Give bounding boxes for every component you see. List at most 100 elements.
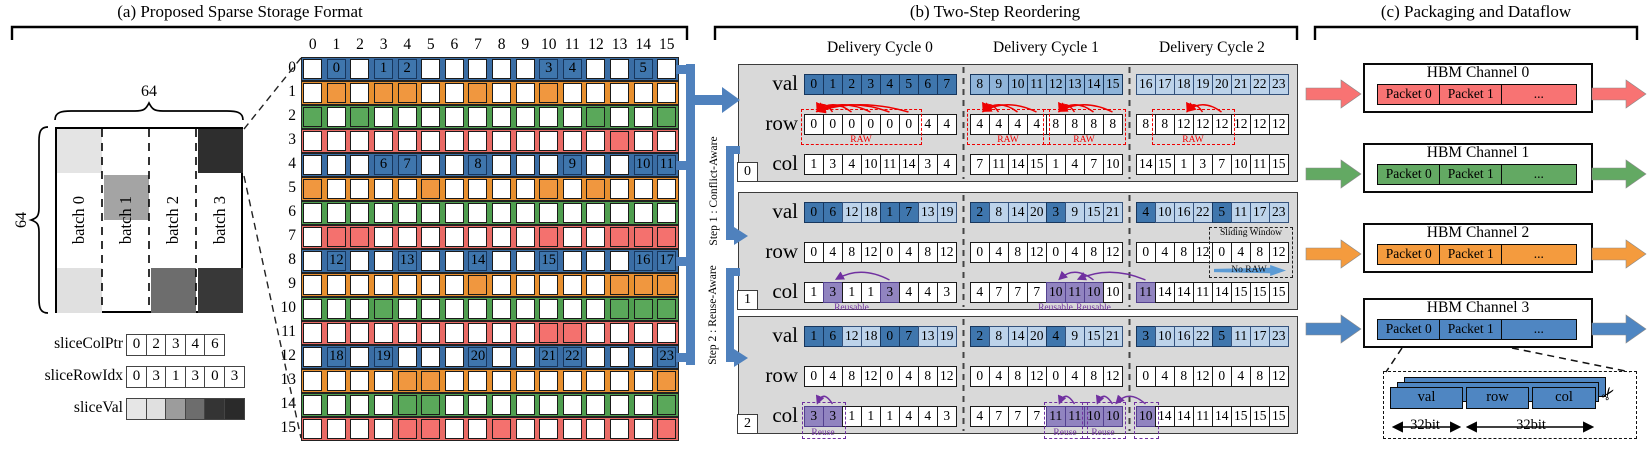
- matrix-cell: [657, 323, 677, 343]
- col-cell: 14: [1155, 406, 1175, 427]
- matrix-cell: [515, 347, 535, 367]
- val-cell: 8: [970, 74, 990, 95]
- row-cell: 12: [1027, 242, 1047, 263]
- matrix-cell: [444, 251, 464, 271]
- col-cell: 3: [937, 282, 957, 303]
- matrix-cell: [444, 107, 464, 127]
- matrix-cell: 19: [374, 347, 394, 367]
- matrix-cell: 21: [539, 347, 559, 367]
- matrix-cell: [657, 131, 677, 151]
- matrix-cell: [374, 371, 394, 391]
- matrix-cell: [444, 155, 464, 175]
- matrix-cell: [586, 299, 606, 319]
- matrix-cell: 20: [468, 347, 488, 367]
- row-cell: 12: [1027, 366, 1047, 387]
- matrix-col-header: 10: [541, 36, 557, 54]
- matrix-cell: [610, 107, 630, 127]
- packet-detail-box: [1383, 371, 1637, 439]
- matrix-cell: [657, 419, 677, 439]
- matrix-row-header: 11: [281, 323, 296, 340]
- matrix-cell: [326, 107, 346, 127]
- batch-slice-block: [56, 128, 102, 173]
- matrix-cell: [633, 227, 653, 247]
- matrix-cell: [350, 131, 370, 151]
- col-cell: 15: [1269, 154, 1289, 175]
- matrix-cell: [468, 59, 488, 79]
- row-cell: 4: [989, 242, 1009, 263]
- reusable-label: Reusable: [1076, 303, 1111, 314]
- matrix-col-header: 7: [474, 36, 482, 54]
- sliceColPtr-cell: 2: [145, 334, 167, 356]
- matrix-cell: [562, 131, 582, 151]
- matrix-cell: [492, 227, 512, 247]
- matrix-cell: [374, 203, 394, 223]
- hbm-channel-title: HBM Channel 3: [1426, 299, 1530, 317]
- matrix-cell: [633, 107, 653, 127]
- val-cell: 4: [1136, 202, 1156, 223]
- row-cell: 12: [1269, 114, 1289, 135]
- row-cell: 0: [804, 242, 824, 263]
- matrix-col-header: 8: [497, 36, 506, 54]
- raw-label: RAW: [1182, 135, 1204, 146]
- row-cell: 12: [1103, 366, 1123, 387]
- val-cell: 11: [1027, 74, 1047, 95]
- sliding-window-label: Sliding Window: [1220, 227, 1282, 238]
- val-cell: 10: [1155, 202, 1175, 223]
- col-cell: 10: [1103, 282, 1123, 303]
- val-cell: 14: [1084, 74, 1104, 95]
- matrix-cell: [586, 107, 606, 127]
- val-cell: 14: [1008, 202, 1028, 223]
- matrix-cell: [303, 251, 323, 271]
- val-cell: 7: [899, 326, 919, 347]
- col-cell: 14: [1212, 282, 1232, 303]
- matrix-row-header: 5: [288, 179, 296, 196]
- val-cell: 8: [989, 202, 1009, 223]
- matrix-cell: 2: [397, 59, 417, 79]
- matrix-cell: 11: [657, 155, 677, 175]
- matrix-cell: [350, 323, 370, 343]
- matrix-cell: [326, 275, 346, 295]
- array-row-label: row: [765, 239, 798, 263]
- sliceRowIdx-label: sliceRowIdx: [44, 367, 123, 384]
- matrix-cell: [421, 59, 441, 79]
- matrix-cell: [444, 371, 464, 391]
- step1-label: Step 1 : Conflict-Aware: [708, 136, 720, 246]
- val-cell: 9: [1065, 326, 1085, 347]
- matrix-cell: [303, 155, 323, 175]
- matrix-cell: [303, 299, 323, 319]
- matrix-cell: [492, 251, 512, 271]
- matrix-cell: [562, 227, 582, 247]
- row-cell: 8: [842, 366, 862, 387]
- val-cell: 2: [970, 202, 990, 223]
- matrix-cell: [515, 371, 535, 391]
- matrix-cell: [350, 251, 370, 271]
- matrix-cell: [444, 299, 464, 319]
- matrix-cell: [610, 179, 630, 199]
- matrix-cell: [350, 179, 370, 199]
- sliceVal-cell: [126, 398, 147, 420]
- batch-label: batch 0: [68, 195, 88, 245]
- val-cell: 8: [989, 326, 1009, 347]
- val-cell: 20: [1027, 326, 1047, 347]
- matrix-cell: [468, 83, 488, 103]
- matrix-cell: [374, 227, 394, 247]
- row-cell: 4: [899, 242, 919, 263]
- reuse-label: Reuse: [1053, 428, 1077, 439]
- row-cell: 12: [1193, 114, 1213, 135]
- matrix-cell: [468, 275, 488, 295]
- panel-c-title: (c) Packaging and Dataflow: [1380, 2, 1572, 21]
- val-cell: 7: [937, 74, 957, 95]
- raw-label: RAW: [1073, 135, 1095, 146]
- matrix-cell: [610, 323, 630, 343]
- val-cell: 1: [823, 74, 843, 95]
- matrix-cell: [562, 83, 582, 103]
- val-cell: 6: [823, 326, 843, 347]
- matrix-cell: [326, 83, 346, 103]
- matrix-cell: [326, 299, 346, 319]
- packet-ellipsis: ...: [1501, 319, 1577, 340]
- matrix-cell: [657, 275, 677, 295]
- val-cell: 16: [1174, 326, 1194, 347]
- matrix-cell: [421, 299, 441, 319]
- matrix-cell: [397, 323, 417, 343]
- matrix-row-header: 15: [280, 419, 297, 436]
